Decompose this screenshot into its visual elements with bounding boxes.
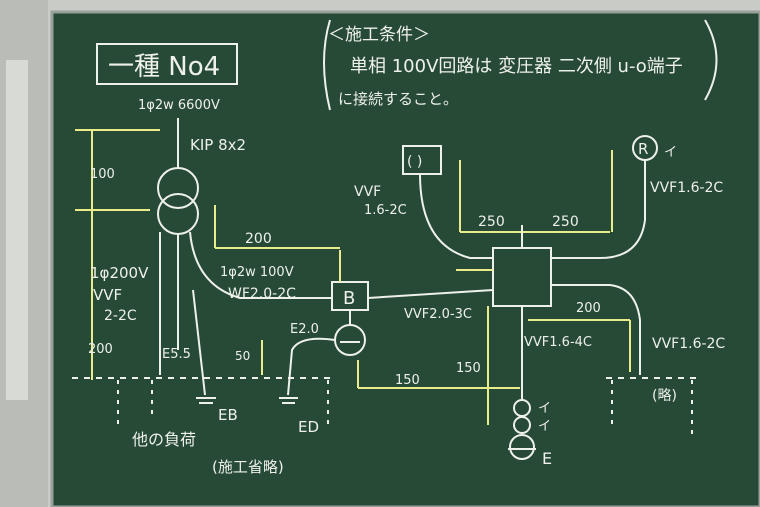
cable-vvf-16-2c-right: VVF1.6-2C [650,180,723,196]
left-panel [6,60,28,400]
dim-100: 100 [90,167,115,182]
dim-150-h: 150 [395,373,420,388]
breaker-label: B [343,288,355,309]
omit-work: (施工省略) [212,458,284,476]
condition-bracket-left [323,19,331,111]
cable-vvf-20-3c: VVF2.0-3C [404,307,472,322]
line-box-to-lamp [551,160,646,259]
dim-250-left: 250 [478,214,505,230]
condition-bracket-right [704,19,718,101]
line-100v [189,231,332,299]
ceiling-box-label: ( ) [407,154,422,170]
omitted-label: (略) [652,388,677,404]
board-edge [50,10,760,507]
lamp-r-label: R [638,140,648,158]
switch-2-label: イ [538,419,551,434]
circuit-100v: 1φ2w 100V [220,265,294,280]
switch-2-circle [513,416,531,434]
switch-1-label: イ [538,401,551,416]
dim-200-left: 200 [88,342,113,357]
dim-200-top: 200 [245,231,272,247]
board-title: 一種 No4 [108,52,220,82]
line-box-to-ceiling [419,173,493,259]
cable-vvf-22c-b: 2-2C [104,308,137,324]
earth-e20: E2.0 [290,322,319,337]
conditions-heading: ＜施工条件＞ [328,25,430,45]
cable-vvf-16-2c-left-b: 1.6-2C [364,203,407,218]
transformer-coil-top [157,167,199,209]
earth-e55: E5.5 [162,347,191,362]
lamp-i-label: イ [664,145,677,160]
dim-50: 50 [235,349,250,363]
line-ed [287,337,336,396]
conditions-line2: に接続すること。 [338,90,458,108]
ed-label: ED [298,418,319,436]
title-box [96,43,238,85]
line-eb [192,289,206,396]
cable-vvf-16-2c-lower: VVF1.6-2C [652,336,725,352]
ceiling-box [402,145,442,175]
dim-150-v: 150 [456,361,481,376]
cable-wf: WF2.0-2C [228,286,296,302]
outlet-circle [509,434,535,460]
board-surface [52,12,760,507]
circuit-200v: 1φ200V [90,264,149,282]
dim-200-right: 200 [576,301,601,316]
dim-250-right: 250 [552,214,579,230]
line-breaker-to-box [367,289,494,299]
eb-label: EB [218,406,238,424]
cable-vvf-16-4c: VVF1.6-4C [524,335,592,350]
supply-label: 1φ2w 6600V [138,98,220,113]
conditions-line1: 単相 100V回路は 変圧器 二次側 u-o端子 [350,56,683,77]
kip-label: KIP 8x2 [190,136,246,154]
line-box-to-omitted [551,284,641,375]
outlet-label: E [542,449,552,468]
cable-vvf-16-2c-left: VVF [354,184,381,200]
cable-vvf-22c: VVF [93,286,122,304]
other-load: 他の負荷 [132,430,196,449]
